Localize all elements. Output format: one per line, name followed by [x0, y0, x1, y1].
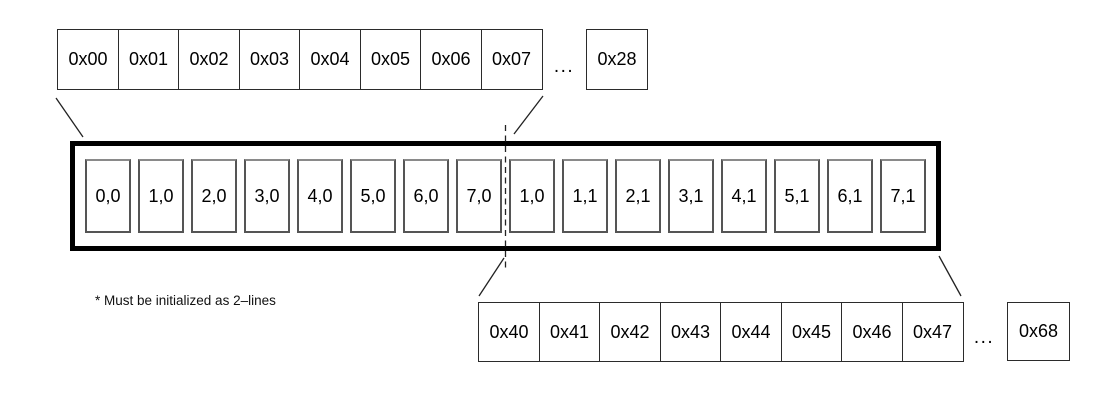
buffer-cell: 1,1	[562, 159, 608, 233]
memory-cell: 0x41	[538, 302, 601, 362]
buffer-cell: 1,0	[509, 159, 555, 233]
buffer-cell: 1,0	[138, 159, 184, 233]
memory-cell: 0x40	[478, 302, 540, 362]
buffer-cell: 7,0	[456, 159, 502, 233]
memory-cell: 0x47	[901, 302, 964, 362]
memory-cell: 0x45	[780, 302, 843, 362]
buffer-cell: 2,0	[191, 159, 237, 233]
memory-cell: 0x43	[659, 302, 722, 362]
memory-cell: 0x03	[238, 29, 301, 90]
memory-cell: 0x44	[720, 302, 782, 362]
connector-bottom-right	[938, 255, 962, 297]
memory-cell: 0x07	[480, 29, 543, 90]
buffer-cell: 7,1	[880, 159, 926, 233]
memory-cell: 0x01	[117, 29, 180, 90]
buffer-cell: 2,1	[615, 159, 661, 233]
memory-cell-detached-top: 0x28	[586, 29, 648, 90]
buffer-cell: 6,1	[827, 159, 873, 233]
memory-cell: 0x00	[57, 29, 119, 90]
memory-cell: 0x02	[178, 29, 240, 90]
connector-top-left	[55, 97, 84, 138]
memory-cell: 0x46	[841, 302, 903, 362]
footnote: * Must be initialized as 2–lines	[95, 293, 276, 308]
memory-cell: 0x42	[599, 302, 661, 362]
line-buffer-box: 0,0 1,0 2,0 3,0 4,0 5,0 6,0 7,0 1,0 1,1 …	[70, 141, 941, 251]
address-row-bottom: 0x40 0x41 0x42 0x43 0x44 0x45 0x46 0x47	[478, 302, 964, 362]
buffer-cell: 5,0	[350, 159, 396, 233]
address-row-top: 0x00 0x01 0x02 0x03 0x04 0x05 0x06 0x07	[57, 29, 543, 90]
buffer-cell: 3,0	[244, 159, 290, 233]
ellipsis-top: ...	[553, 56, 575, 77]
buffer-cell: 0,0	[85, 159, 131, 233]
memory-cell: 0x06	[420, 29, 482, 90]
buffer-cell: 4,1	[721, 159, 767, 233]
ellipsis-bottom: ...	[973, 327, 995, 348]
buffer-cell: 6,0	[403, 159, 449, 233]
memory-cell: 0x05	[359, 29, 422, 90]
connector-top-right	[513, 95, 544, 135]
buffer-cell: 4,0	[297, 159, 343, 233]
buffer-cell: 3,1	[668, 159, 714, 233]
buffer-cell: 5,1	[774, 159, 820, 233]
memory-cell-detached-bottom: 0x68	[1007, 302, 1070, 361]
memory-cell: 0x04	[299, 29, 361, 90]
connector-bottom-left	[478, 257, 505, 297]
